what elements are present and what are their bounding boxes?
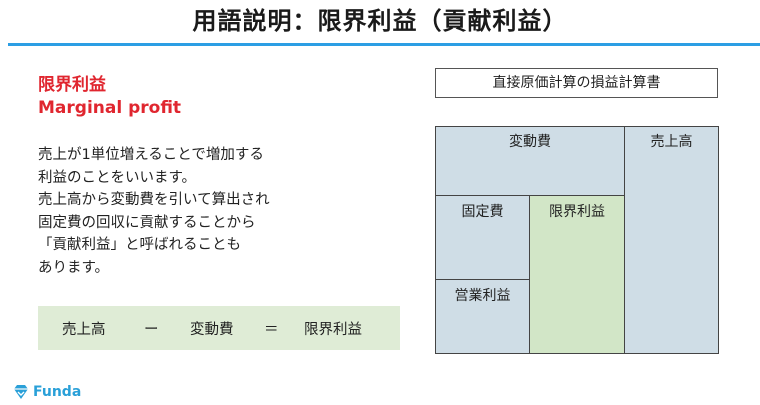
description-line: 売上が1単位増えることで増加する [38, 147, 264, 163]
income-statement-title: 直接原価計算の損益計算書 [435, 68, 718, 98]
variable-cost-block: 変動費 [435, 126, 625, 196]
marginal-profit-label: 限界利益 [549, 204, 605, 220]
description: 売上が1単位増えることで増加する 利益のことをいいます。 売上高から変動費を引い… [38, 144, 378, 280]
diamond-logo-icon [14, 385, 28, 399]
sales-block: 売上高 [624, 126, 719, 354]
description-line: あります。 [38, 259, 110, 276]
formula-sales: 売上高 [62, 321, 106, 338]
fixed-cost-label: 固定費 [461, 204, 504, 220]
fixed-cost-block: 固定費 [435, 195, 530, 280]
description-line: 売上高から変動費を引いて算出され [38, 192, 270, 209]
variable-cost-label: 変動費 [509, 134, 551, 150]
description-line: 固定費の回収に貢献することから [38, 214, 256, 231]
title-divider [8, 43, 760, 46]
term-japanese: 限界利益 [38, 75, 106, 95]
formula-box: 売上高 ー 変動費 ＝ 限界利益 [38, 306, 400, 350]
brand-name: Funda [33, 384, 82, 400]
formula-variable-cost: 変動費 [190, 321, 234, 338]
description-line: 利益のことをいいます。 [38, 169, 197, 186]
sales-label: 売上高 [650, 134, 693, 150]
brand-logo: Funda [12, 383, 81, 401]
operating-profit-block: 営業利益 [435, 279, 530, 354]
formula-marginal-profit: 限界利益 [304, 321, 362, 338]
formula-minus-sign: ー [144, 321, 159, 338]
marginal-profit-block: 限界利益 [529, 195, 625, 354]
formula-equals-sign: ＝ [264, 321, 279, 338]
term-english: Marginal profit [38, 98, 182, 118]
description-line: 「貢献利益」と呼ばれることも [38, 237, 241, 254]
page-title: 用語説明：限界利益（貢献利益） [192, 7, 568, 35]
operating-profit-label: 営業利益 [454, 288, 511, 304]
